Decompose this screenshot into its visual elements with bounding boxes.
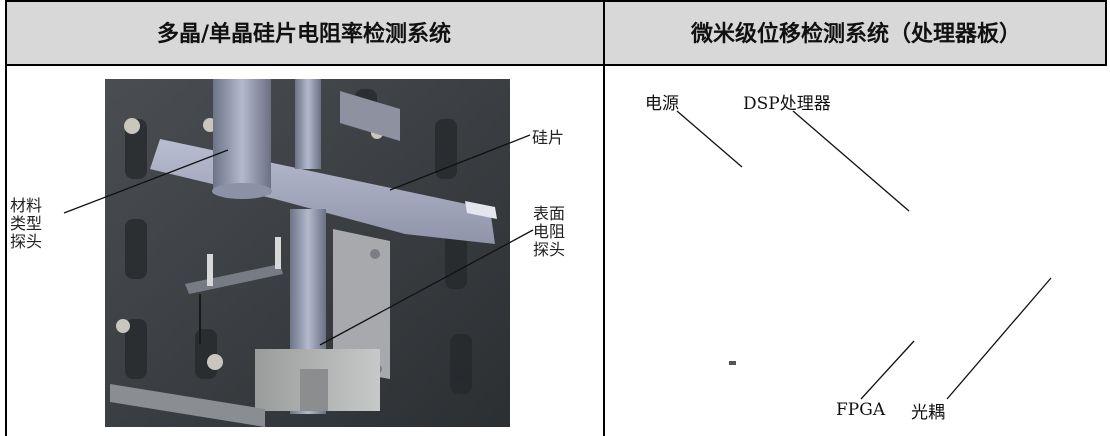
- label-surface-probe-line1: 表面: [533, 204, 566, 223]
- comparison-table: 多晶/单晶硅片电阻率检测系统 微米级位移检测系统（处理器板）: [5, 0, 1107, 436]
- border-header-bottom: [5, 64, 1107, 66]
- probe-machine-image: [105, 79, 510, 427]
- header-cell-left: 多晶/单晶硅片电阻率检测系统: [5, 0, 603, 64]
- label-surface-probe: 表面 电阻 探头: [533, 205, 565, 259]
- border-middle: [603, 0, 605, 436]
- left-title: 多晶/单晶硅片电阻率检测系统: [156, 22, 452, 47]
- label-power: 电源: [645, 94, 679, 114]
- border-right: [1105, 0, 1107, 66]
- border-left: [5, 0, 7, 436]
- label-optocoupler: 光耦: [911, 403, 945, 423]
- border-top: [5, 0, 1107, 2]
- label-dsp: DSP处理器: [743, 94, 831, 114]
- label-fpga: FPGA: [836, 400, 886, 420]
- right-leader-lines: [676, 110, 1052, 400]
- label-material-probe-line1: 材料: [10, 196, 43, 215]
- label-material-probe-line3: 探头: [10, 232, 43, 251]
- label-surface-probe-line3: 探头: [533, 240, 566, 259]
- left-leader-lines: [63, 134, 534, 346]
- header-cell-right: 微米级位移检测系统（处理器板）: [605, 0, 1107, 64]
- right-title: 微米级位移检测系统（处理器板）: [690, 22, 1021, 47]
- label-material-probe-line2: 类型: [10, 214, 43, 233]
- label-wafer: 硅片: [532, 128, 565, 147]
- component-marker: [729, 361, 736, 365]
- label-surface-probe-line2: 电阻: [533, 222, 566, 241]
- label-material-probe: 材料 类型 探头: [10, 197, 42, 251]
